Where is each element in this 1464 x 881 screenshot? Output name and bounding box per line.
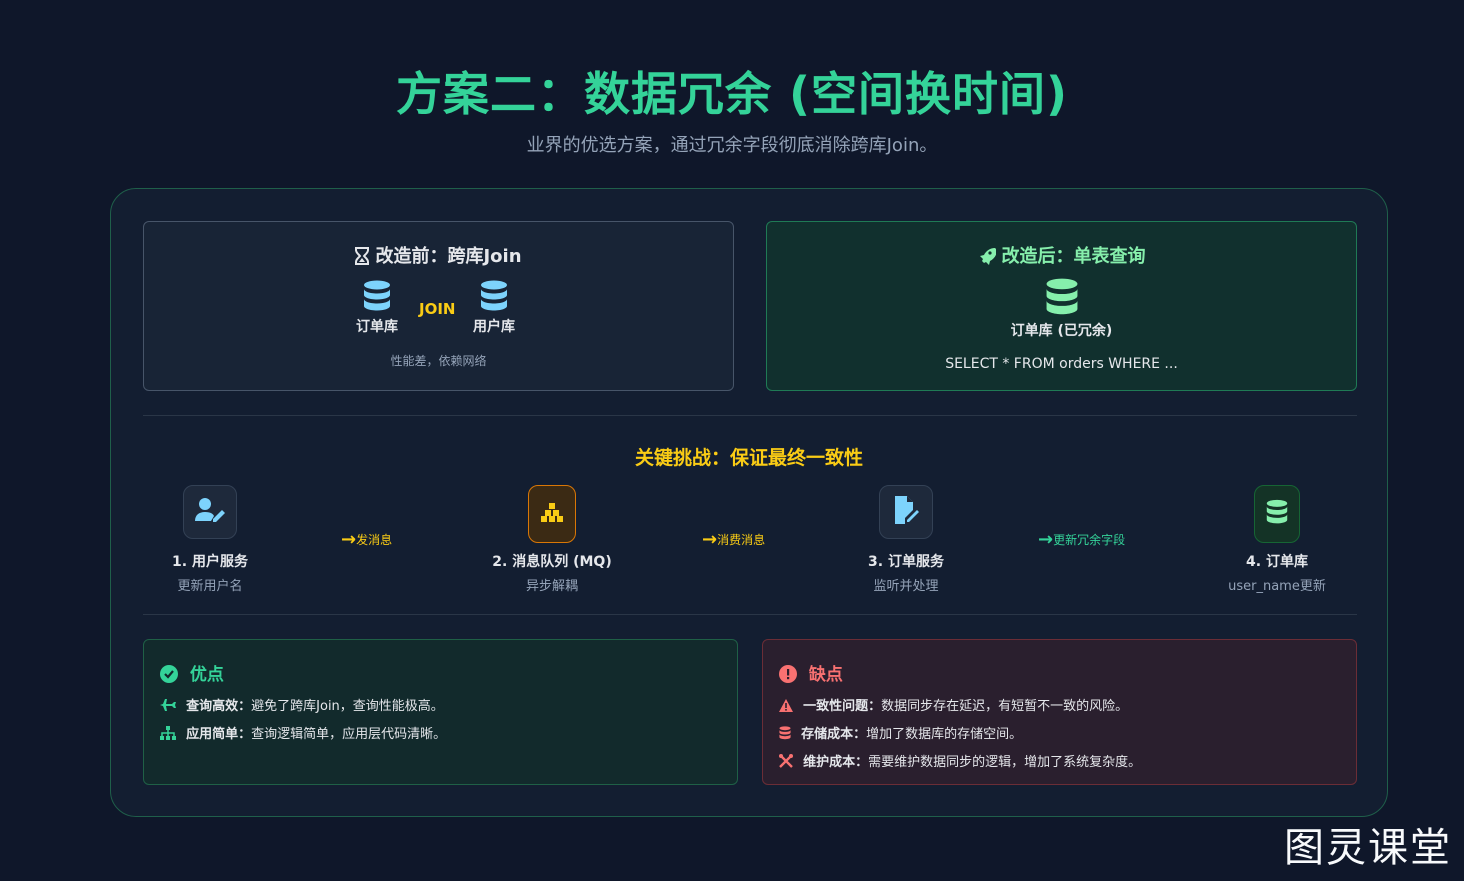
page-title: 方案二：数据冗余 (空间换时间)	[395, 67, 1069, 121]
step-1-name: 1. 用户服务	[172, 554, 248, 570]
arrow-3: →更新冗余字段	[1038, 529, 1125, 550]
pros-title-row: 优点	[160, 660, 224, 685]
cons-item-3-label: 维护成本：	[803, 755, 869, 770]
step-1-desc: 更新用户名	[177, 579, 243, 594]
page-subtitle: 业界的优选方案，通过冗余字段彻底消除跨库Join。	[526, 135, 938, 156]
divider-bottom	[143, 614, 1357, 615]
cons-item-2-label: 存储成本：	[801, 727, 867, 742]
order-db-after: 订单库 (已冗余)	[767, 278, 1356, 340]
database-icon	[1266, 499, 1288, 529]
step-message-queue: 2. 消息队列 (MQ) 异步解耦	[472, 485, 632, 594]
exclamation-circle-icon	[779, 665, 809, 685]
cons-item-3: 维护成本：需要维护数据同步的逻辑，增加了系统复杂度。	[779, 751, 1141, 770]
arrow-right-icon: →	[702, 529, 718, 550]
cons-item-1-label: 一致性问题：	[803, 699, 882, 714]
step-box-1	[183, 485, 237, 539]
rocket-icon	[978, 247, 997, 270]
join-label: JOIN	[419, 300, 456, 318]
step-2-desc: 异步解耦	[525, 579, 578, 594]
cons-item-2-text: 增加了数据库的存储空间。	[866, 727, 1023, 742]
arrow-2: →消费消息	[702, 529, 765, 550]
before-title: 改造前：跨库Join	[375, 246, 522, 267]
arrow-3-label: 更新冗余字段	[1053, 533, 1126, 547]
file-edit-icon	[893, 496, 919, 528]
after-panel: 改造后：单表查询 订单库 (已冗余) SELECT * FROM orders …	[766, 221, 1357, 391]
step-4-desc: user_name更新	[1228, 579, 1326, 594]
plane-icon	[160, 699, 186, 714]
cons-item-1: 一致性问题：数据同步存在延迟，有短暂不一致的风险。	[779, 695, 1128, 714]
order-db-after-label: 订单库 (已冗余)	[1010, 323, 1113, 339]
tools-icon	[779, 754, 803, 770]
pros-item-2-text: 查询逻辑简单，应用层代码清晰。	[251, 727, 447, 742]
pros-item-2-label: 应用简单：	[186, 727, 252, 742]
cons-item-2: 存储成本：增加了数据库的存储空间。	[779, 723, 1022, 742]
pros-item-1-label: 查询高效：	[186, 699, 252, 714]
cons-title-row: 缺点	[779, 660, 843, 685]
step-order-service: 3. 订单服务 监听并处理	[826, 485, 986, 594]
step-user-service: 1. 用户服务 更新用户名	[130, 485, 290, 594]
step-order-db: 4. 订单库 user_name更新	[1197, 485, 1357, 594]
arrow-1-label: 发消息	[356, 533, 393, 547]
arrow-right-icon: →	[1038, 529, 1054, 550]
arrow-right-icon: →	[341, 529, 357, 550]
database-icon	[779, 726, 801, 742]
step-box-3	[879, 485, 933, 539]
pros-item-1-text: 避免了跨库Join，查询性能极高。	[251, 699, 444, 714]
step-3-desc: 监听并处理	[873, 579, 939, 594]
check-circle-icon	[160, 665, 190, 685]
warning-icon	[779, 699, 803, 714]
step-3-name: 3. 订单服务	[868, 554, 944, 570]
sql-query: SELECT * FROM orders WHERE ...	[945, 356, 1178, 372]
solution-card: 改造前：跨库Join 订单库 JOIN 用户库 性能差，依赖网络 改造后：单表查…	[110, 188, 1388, 817]
sitemap-icon	[160, 726, 186, 742]
cons-item-1-text: 数据同步存在延迟，有短暂不一致的风险。	[881, 699, 1129, 714]
before-panel: 改造前：跨库Join 订单库 JOIN 用户库 性能差，依赖网络	[143, 221, 734, 391]
order-db-label: 订单库	[356, 319, 398, 335]
cons-title: 缺点	[808, 665, 843, 685]
step-box-4	[1254, 485, 1300, 543]
step-2-name: 2. 消息队列 (MQ)	[492, 554, 612, 570]
user-db-before: 用户库	[473, 280, 515, 336]
challenge-title: 关键挑战：保证最终一致性	[634, 447, 863, 469]
pros-panel: 优点 查询高效：避免了跨库Join，查询性能极高。 应用简单：查询逻辑简单，应用…	[143, 639, 738, 785]
database-icon	[767, 278, 1356, 316]
pros-item-2: 应用简单：查询逻辑简单，应用层代码清晰。	[160, 723, 446, 742]
step-box-2	[528, 485, 576, 543]
arrow-2-label: 消费消息	[717, 533, 766, 547]
after-title-row: 改造后：单表查询	[767, 242, 1356, 270]
divider-top	[143, 415, 1357, 416]
arrow-1: →发消息	[341, 529, 392, 550]
hourglass-icon	[355, 247, 370, 270]
after-title: 改造后：单表查询	[1001, 246, 1146, 267]
cubes-icon	[541, 502, 563, 526]
watermark: 图灵课堂	[1284, 825, 1452, 871]
before-note: 性能差，依赖网络	[390, 354, 487, 368]
database-icon	[473, 280, 515, 312]
order-db-before: 订单库	[356, 280, 398, 336]
user-db-label: 用户库	[473, 319, 515, 335]
cons-panel: 缺点 一致性问题：数据同步存在延迟，有短暂不一致的风险。 存储成本：增加了数据库…	[762, 639, 1357, 785]
before-title-row: 改造前：跨库Join	[144, 242, 733, 270]
user-edit-icon	[195, 497, 225, 527]
pros-item-1: 查询高效：避免了跨库Join，查询性能极高。	[160, 695, 444, 714]
database-icon	[356, 280, 398, 312]
pros-title: 优点	[189, 665, 224, 685]
step-4-name: 4. 订单库	[1246, 554, 1308, 570]
cons-item-3-text: 需要维护数据同步的逻辑，增加了系统复杂度。	[868, 755, 1142, 770]
